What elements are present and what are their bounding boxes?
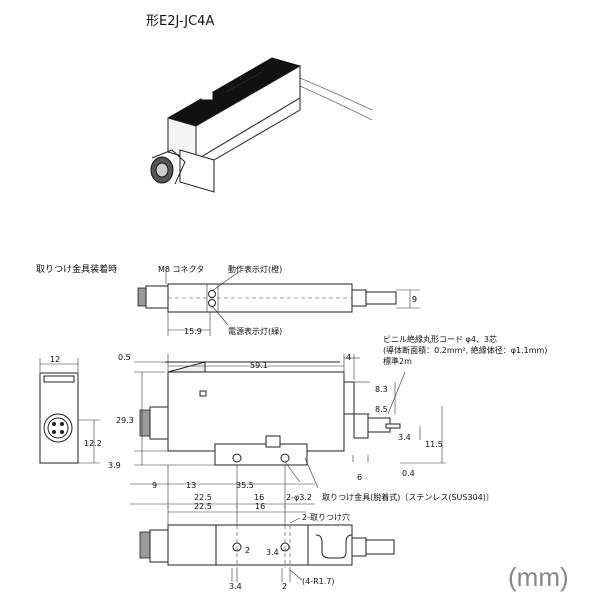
bottom-dim-3-4b: 3.4 [229, 582, 242, 591]
front-dim-12-2: 12.2 [84, 439, 102, 448]
side-dim-59-1: 59.1 [250, 361, 268, 370]
side-dim-0-4: 0.4 [402, 469, 415, 478]
front-view [39, 358, 100, 464]
product-isometric-view [150, 57, 373, 193]
cable-callout-1: ビニル絶縁丸形コード φ4、3芯 [383, 334, 497, 344]
side-view [130, 354, 446, 508]
side-dim-16: 16 [254, 493, 264, 502]
side-dim-22-5: 22.5 [194, 493, 212, 502]
top-dim-15-9: 15.9 [184, 327, 202, 336]
side-dim-9: 9 [152, 481, 157, 490]
side-dim-35-5: 35.5 [236, 481, 254, 490]
bottom-view [139, 506, 395, 582]
bottom-dim-16: 16 [255, 502, 265, 511]
bottom-dim-22-5: 22.5 [194, 502, 212, 511]
bottom-dim-2: 2 [245, 546, 250, 555]
side-dim-3-9: 3.9 [108, 461, 121, 470]
cable-callout-3: 標準2m [383, 356, 412, 366]
hole-phi-callout: 2-φ3.2 [286, 493, 312, 502]
operation-led-callout: 動作表示灯(橙) [228, 264, 282, 274]
top-dim-9: 9 [412, 295, 417, 304]
side-dim-6: 6 [357, 473, 362, 482]
side-dim-8-5: 8.5 [375, 405, 388, 414]
cable-callout-2: (導体断面積：0.2mm², 絶縁体径：φ1.1mm) [383, 345, 547, 355]
front-dim-12: 12 [50, 355, 60, 364]
m8-connector-callout: M8 コネクタ [158, 265, 204, 274]
side-dim-3-4: 3.4 [398, 433, 411, 442]
radius-callout: (4-R1.7) [302, 577, 335, 586]
side-dim-13: 13 [186, 481, 196, 490]
unit-label: (mm) [508, 562, 569, 592]
mounting-section-label: 取りつけ金具装着時 [36, 263, 117, 275]
side-dim-4: 4 [346, 353, 351, 362]
side-dim-0-5: 0.5 [118, 353, 131, 362]
bottom-dim-3-4: 3.4 [266, 548, 279, 557]
side-dim-29-3: 29.3 [116, 416, 134, 425]
bracket-callout: 取りつけ金具(脱着式)〔ステンレス(SUS304)〕 [322, 492, 494, 502]
product-title: 形E2J-JC4A [146, 14, 214, 29]
bottom-dim-2b: 2 [282, 582, 287, 591]
power-led-callout: 電源表示灯(緑) [228, 326, 282, 336]
side-dim-8-3: 8.3 [375, 385, 388, 394]
top-view [137, 270, 420, 336]
mounting-hole-callout: 2-取りつけ穴 [302, 512, 350, 522]
side-dim-11-5: 11.5 [425, 440, 443, 449]
